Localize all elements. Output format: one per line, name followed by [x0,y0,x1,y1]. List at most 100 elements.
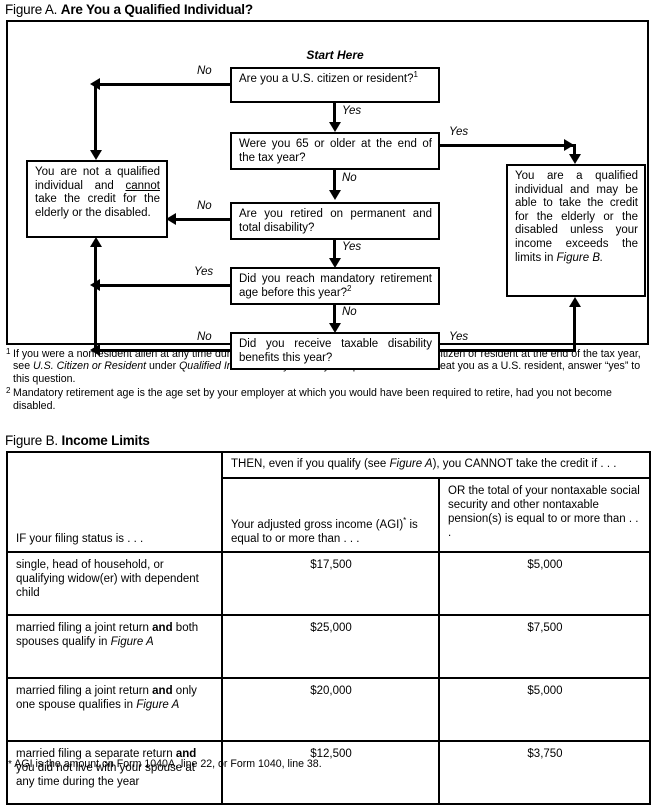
connector-citizen-no-horizontal [96,83,230,86]
row-2-nontaxable-value: $5,000 [437,677,652,742]
connector-citizen-no-vertical [94,83,97,153]
footnote-1-part2: under [146,360,180,373]
table-header-row-columns: Your adjusted gross income (AGI)* is equ… [7,477,652,553]
arrowhead-retired-yes-down [329,258,341,268]
income-limits-table: IF your filing status is . . . THEN, eve… [6,451,652,805]
row-0-status-pre: single, head of household, or qualifying… [16,559,199,599]
table-row: married filing a separate return and you… [6,740,652,805]
row-1-status-bold: and [152,622,173,634]
not-qualified-emphasis: cannot [125,179,160,192]
flow-box-qualified-outcome: You are a qualified individual and may b… [506,164,646,297]
flow-box-age65-question: Were you 65 or older at the end of the t… [230,132,440,170]
edge-label-retired-yes: Yes [341,241,363,253]
connector-mandatory-no-vertical [333,305,336,327]
header-cell-then-clause: THEN, even if you qualify (see Figure A)… [220,451,652,479]
header-cell-nontaxable: OR the total of your nontaxable social s… [437,477,652,553]
figure-a-title: Figure A. Are You a Qualified Individual… [5,2,253,17]
arrowhead-retired-no-left [166,213,176,225]
flow-box-retired-question: Are you retired on permanent and total d… [230,202,440,240]
edge-label-mandatory-yes: Yes [193,266,215,278]
edge-label-age65-no: No [341,172,358,184]
header-cell-agi: Your adjusted gross income (AGI)* is equ… [221,477,440,553]
not-qualified-text-pre: You are not a qualified individual and [35,166,160,192]
connector-mandatory-yes-horizontal [96,284,230,287]
connector-age65-no-vertical [333,170,336,192]
connector-benefits-no-horizontal [96,349,230,352]
row-1-status-pre: married filing a joint return [16,622,153,634]
row-3-filing-status: married filing a separate return and you… [6,740,223,805]
connector-age65-yes-horizontal [440,144,574,147]
figure-a-flowchart-frame: Start Here Are you a U.S. citizen or res… [6,20,649,370]
arrowhead-benefits-yes-up [569,297,581,307]
flow-box-retired-text: Are you retired on permanent and total d… [239,208,432,234]
row-0-agi-value: $17,500 [221,551,440,616]
edge-label-benefits-no: No [196,331,213,343]
arrowhead-mandatory-yes-left [90,279,100,291]
footnote-1-italic1: U.S. Citizen or Resident [33,360,147,373]
arrowhead-not-qualified-up [90,237,102,247]
flow-box-not-qualified-outcome: You are not a qualified individual and c… [26,160,168,238]
edge-label-retired-no: No [196,200,213,212]
edge-label-citizen-no: No [196,65,213,77]
arrowhead-mandatory-no-down [329,323,341,333]
flow-box-benefits-text: Did you receive taxable disability benef… [239,338,432,364]
flow-box-citizen-text: Are you a U.S. citizen or resident? [239,73,414,85]
footnote-2-marker: 2 [6,386,11,396]
header-agi-pre: Your adjusted gross income (AGI) [231,519,404,531]
row-1-status-italic: Figure A [110,636,154,648]
qualified-text-pre: You are a qualified individual and may b… [515,170,638,264]
flow-box-mandatory-retirement-question: Did you reach mandatory retirement age b… [230,267,440,305]
arrowhead-age65-no-down [329,190,341,200]
connector-age65-yes-vertical [573,144,576,158]
arrowhead-citizen-no-left [90,78,100,90]
row-0-filing-status: single, head of household, or qualifying… [6,551,223,616]
header-then-post: ), you CANNOT take the credit if . . . [432,458,617,470]
header-filing-status-text: IF your filing status is . . . [16,533,144,545]
arrowhead-age65-yes-right [564,139,574,151]
connector-not-qualified-riser [94,246,97,352]
header-nontaxable-text: OR the total of your nontaxable social s… [448,485,640,539]
edge-label-benefits-yes: Yes [448,331,470,343]
figure-a-title-bold: Are You a Qualified Individual? [60,2,253,17]
table-row: married filing a joint return and both s… [6,614,652,679]
edge-label-mandatory-no: No [341,306,358,318]
figure-b-footnote: * AGI is the amount on Form 1040A, line … [8,758,322,772]
row-2-status-post: only one spouse qualifies in [16,685,197,711]
connector-benefits-yes-horizontal [440,349,576,352]
table-row: single, head of household, or qualifying… [6,551,652,616]
header-agi-footnote-marker: * [403,516,407,526]
footnote-marker-1: 1 [413,70,418,80]
row-1-nontaxable-value: $7,500 [437,614,652,679]
edge-label-age65-yes: Yes [448,126,470,138]
arrowhead-age65-yes-down [569,154,581,164]
header-then-pre: THEN, even if you qualify (see [231,458,390,470]
row-3-nontaxable-value: $3,750 [437,740,652,805]
row-1-agi-value: $25,000 [221,614,440,679]
row-2-status-pre: married filing a joint return [16,685,153,697]
row-2-status-bold: and [152,685,173,697]
figure-b-title-lead: Figure B. [5,433,58,448]
connector-retired-no-horizontal [174,218,230,221]
not-qualified-text-post: take the credit for the elderly or the d… [35,193,160,219]
figure-b-footnote-marker: * [8,759,12,770]
row-3-status-pre: married filing a separate return [16,748,176,760]
row-0-nontaxable-value: $5,000 [437,551,652,616]
header-cell-filing-status: IF your filing status is . . . [6,451,223,553]
header-then-figure-a-reference: Figure A [389,458,433,470]
footnote-1-marker: 1 [6,347,11,356]
row-2-status-italic: Figure A [136,699,180,711]
arrowhead-citizen-no-down [90,150,102,160]
flow-box-disability-benefits-question: Did you receive taxable disability benef… [230,332,440,370]
edge-label-citizen-yes: Yes [341,105,363,117]
figure-a-title-lead: Figure A. [5,2,58,17]
row-3-status-bold: and [175,748,197,760]
table-row: married filing a joint return and only o… [6,677,652,742]
start-here-label: Start Here [306,48,364,62]
flow-box-age65-text: Were you 65 or older at the end of the t… [239,138,432,164]
qualified-figure-b-reference: Figure B. [556,251,604,264]
connector-citizen-yes-vertical [333,103,336,125]
connector-retired-yes-vertical [333,240,336,262]
figure-b-title: Figure B. Income Limits [5,433,150,448]
figure-b-footnote-text: AGI is the amount on Form 1040A, line 22… [11,758,322,770]
row-3-agi-value: $12,500 [221,740,440,805]
